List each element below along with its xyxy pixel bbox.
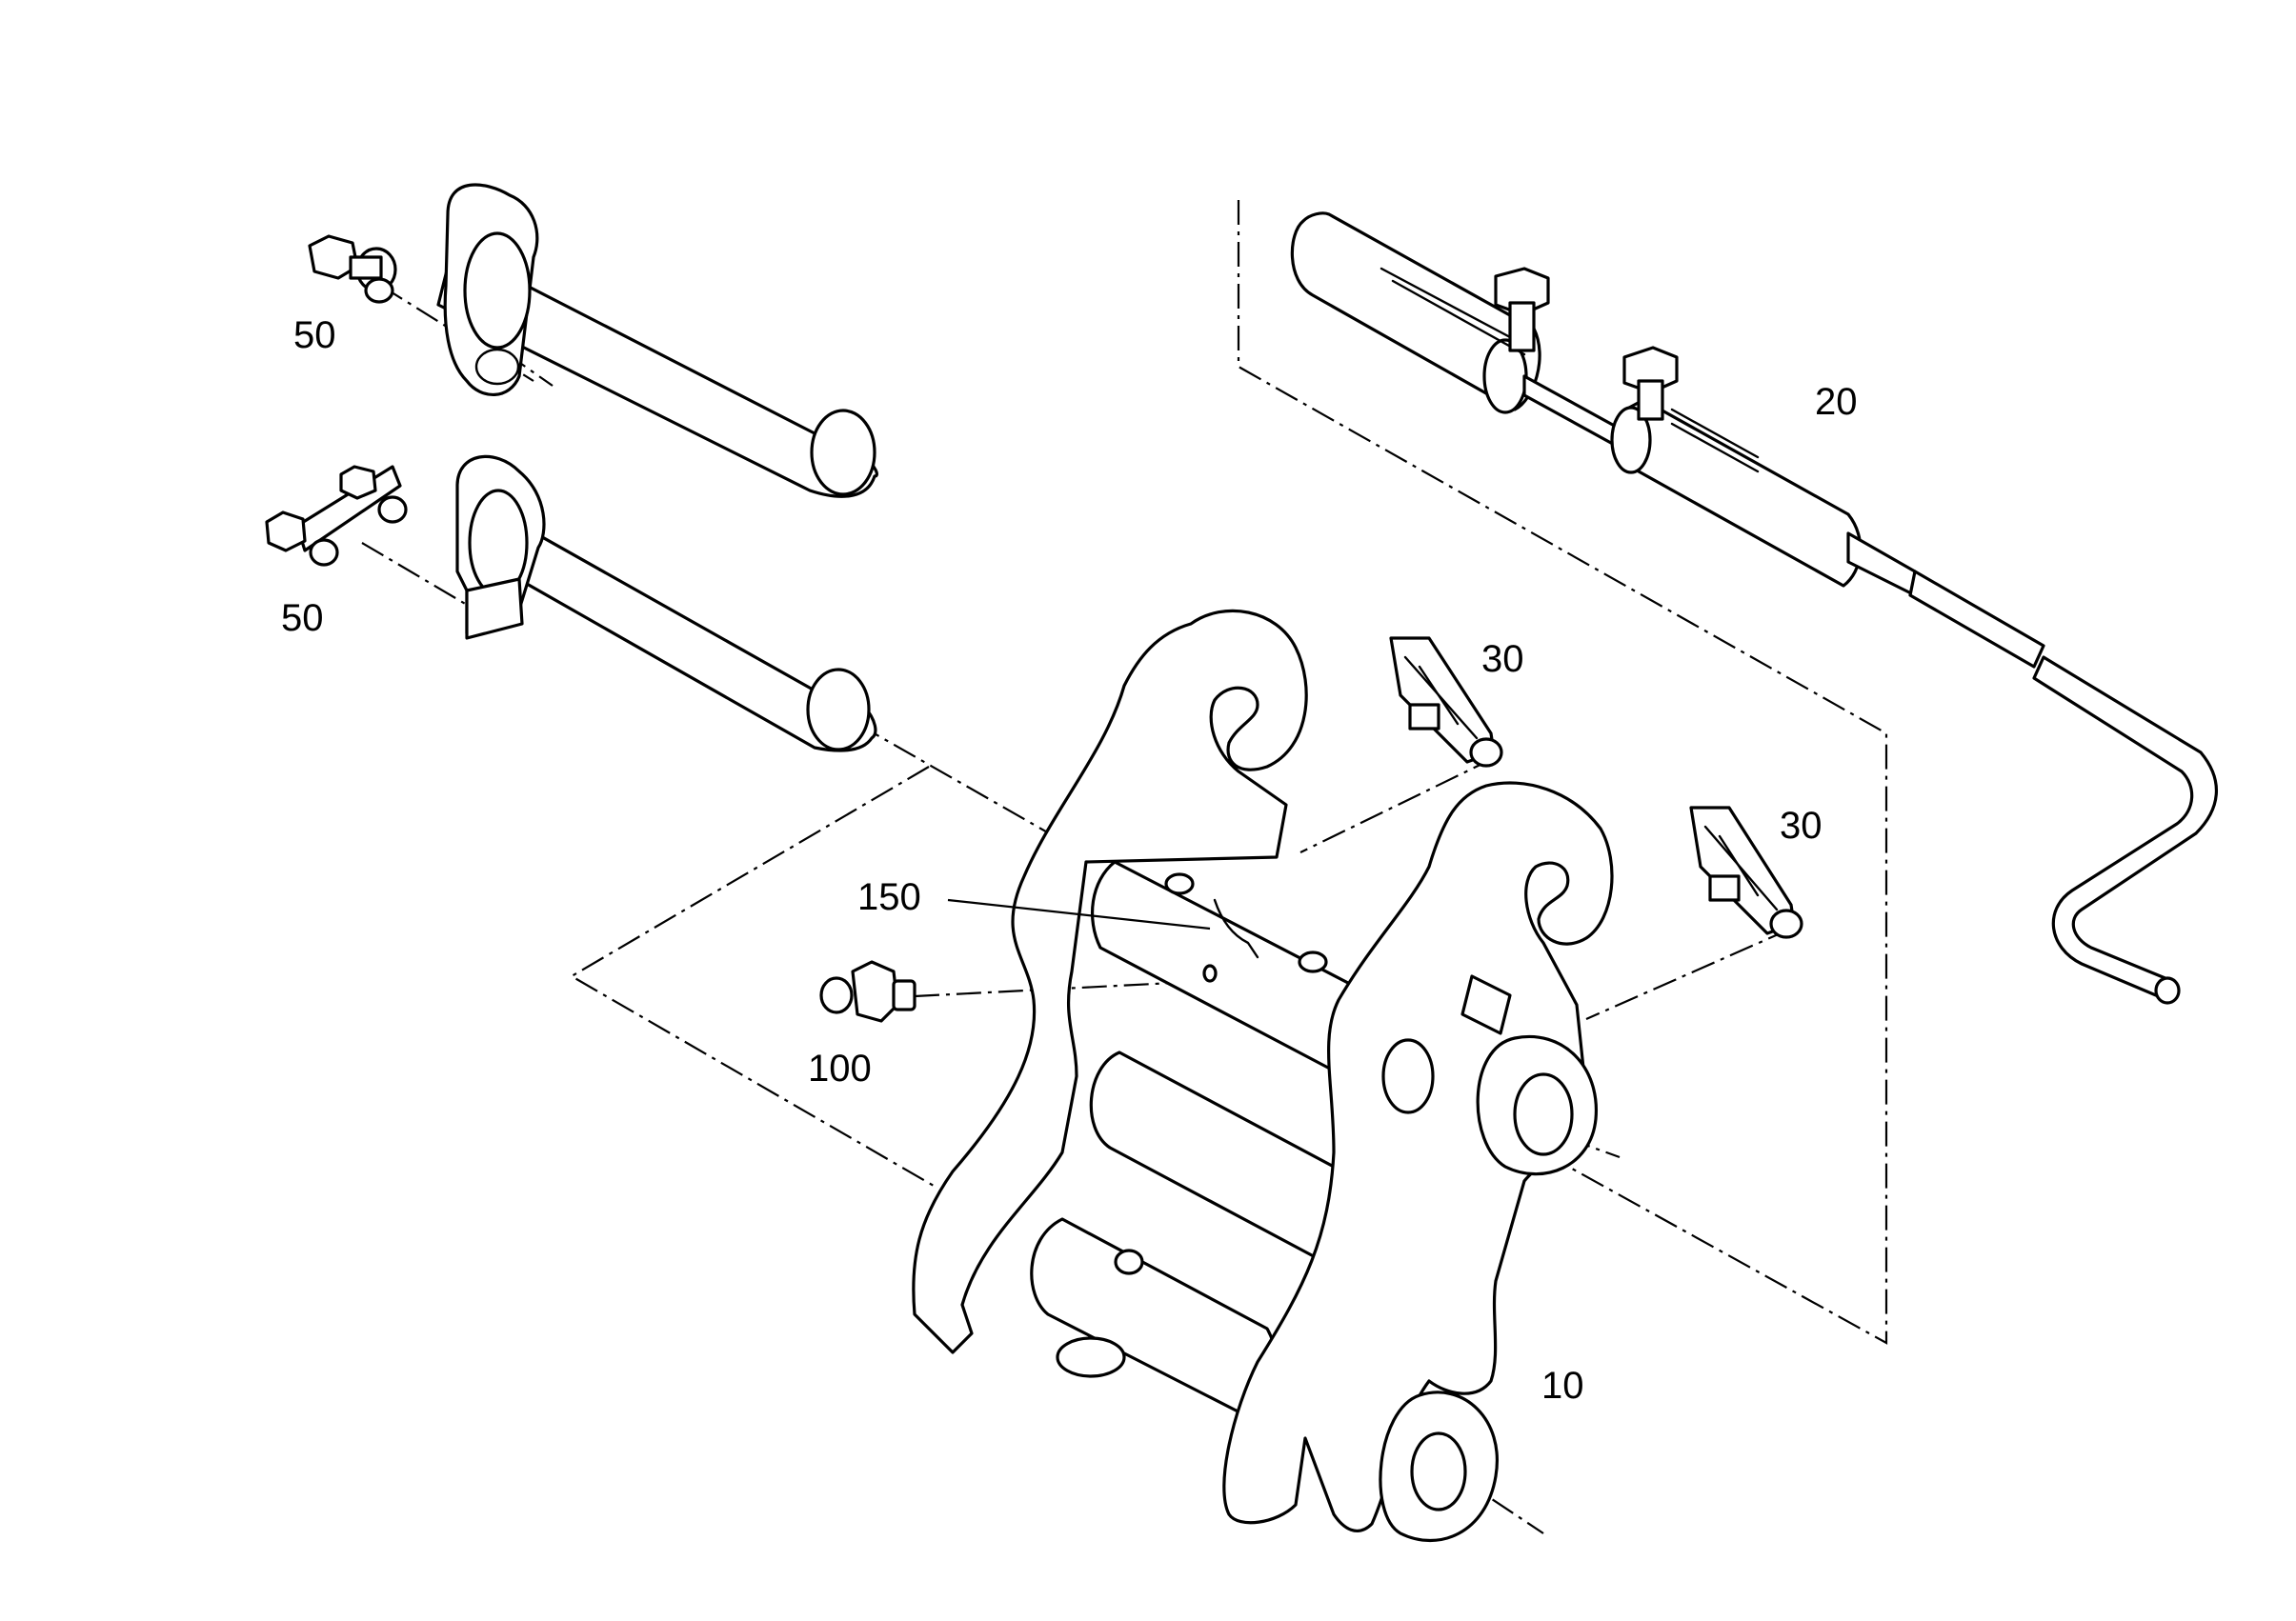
- bolt-washer-upper: [308, 234, 397, 304]
- leader-spindle-bracket: [1237, 200, 1888, 1345]
- leader-clip-upper: [1299, 756, 1497, 853]
- callout-spindle: 20: [1815, 381, 1858, 423]
- lock-plate-lower: [265, 465, 408, 567]
- frame-rear-plate: [912, 609, 1308, 1354]
- frame-lower-shaft: [1030, 1217, 1279, 1421]
- pin-lower: [455, 454, 877, 752]
- spindle-assembly: [1290, 211, 2219, 1005]
- clip-upper: [1389, 636, 1503, 768]
- leader-clip-lower: [1585, 927, 1792, 1021]
- callout-pin-lower-bolts: 50: [281, 597, 324, 639]
- frame-middle-shaft: [1089, 1051, 1347, 1264]
- callout-clip-upper: 30: [1481, 638, 1524, 680]
- callout-grease-nipple: 100: [808, 1048, 872, 1090]
- leader-pin-lower-bolt: [361, 542, 468, 606]
- callout-pin-upper-bolts: 50: [293, 314, 336, 356]
- leader-pin-lower-end: [856, 723, 1058, 839]
- leader-frame-left-bracket: [569, 766, 935, 1187]
- callout-shaft: 150: [857, 876, 921, 918]
- callout-labels: 50 50 20 30 30 150 100 10: [281, 314, 1858, 1407]
- frame: [912, 609, 1614, 1543]
- callout-frame: 10: [1541, 1365, 1584, 1407]
- grease-nipple: [819, 960, 916, 1023]
- pin-upper: [436, 183, 878, 498]
- pointer-shaft: [947, 898, 1211, 931]
- callout-clip-lower: 30: [1780, 805, 1823, 847]
- clip-lower: [1689, 806, 1803, 939]
